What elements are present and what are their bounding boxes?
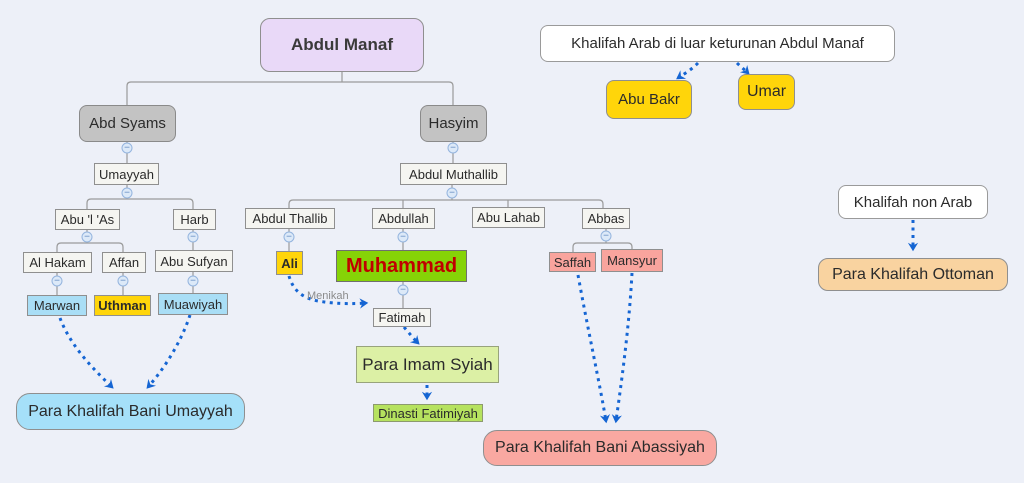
collapse-toggle-abdullah[interactable]: −: [397, 231, 409, 243]
node-ali[interactable]: Ali: [276, 251, 303, 275]
collapse-toggle-abd-syams[interactable]: −: [121, 142, 133, 154]
node-saffah[interactable]: Saffah: [549, 252, 596, 272]
node-abu-bakr[interactable]: Abu Bakr: [606, 80, 692, 119]
arrow-mansyur-abassiyah: [611, 272, 634, 424]
arrow-saffah-abassiyah: [576, 274, 611, 424]
collapse-toggle-abu-sufyan[interactable]: −: [187, 275, 199, 287]
node-khalifah-non-arab[interactable]: Khalifah non Arab: [838, 185, 988, 219]
node-abdul-thallib[interactable]: Abdul Thallib: [245, 208, 335, 229]
node-abu-sufyan[interactable]: Abu Sufyan: [155, 250, 233, 272]
node-umayyah[interactable]: Umayyah: [94, 163, 159, 185]
node-dinasti-fatimiyah[interactable]: Dinasti Fatimiyah: [373, 404, 483, 422]
node-affan[interactable]: Affan: [102, 252, 146, 273]
node-para-khalifah-ottoman[interactable]: Para Khalifah Ottoman: [818, 258, 1008, 291]
node-khalifah-arab-luar[interactable]: Khalifah Arab di luar keturunan Abdul Ma…: [540, 25, 895, 62]
node-fatimah[interactable]: Fatimah: [373, 308, 431, 327]
node-para-khalifah-bani-abassiyah[interactable]: Para Khalifah Bani Abassiyah: [483, 430, 717, 466]
node-hasyim[interactable]: Hasyim: [420, 105, 487, 142]
node-abd-syams[interactable]: Abd Syams: [79, 105, 176, 142]
collapse-toggle-umayyah[interactable]: −: [121, 187, 133, 199]
node-muawiyah[interactable]: Muawiyah: [158, 293, 228, 315]
node-harb[interactable]: Harb: [173, 209, 216, 230]
node-para-imam-syiah[interactable]: Para Imam Syiah: [356, 346, 499, 383]
arrow-marwan-umayyah-caliphs: [58, 317, 114, 389]
collapse-toggle-abdul-thallib[interactable]: −: [283, 231, 295, 243]
collapse-toggle-muhammad[interactable]: −: [397, 284, 409, 296]
node-abu-lahab[interactable]: Abu Lahab: [472, 207, 545, 228]
node-marwan[interactable]: Marwan: [27, 295, 87, 316]
collapse-toggle-affan[interactable]: −: [117, 275, 129, 287]
node-umar[interactable]: Umar: [738, 74, 795, 110]
arrow-fatimah-imam-syiah: [402, 326, 420, 345]
node-para-khalifah-bani-umayyah[interactable]: Para Khalifah Bani Umayyah: [16, 393, 245, 430]
node-mansyur[interactable]: Mansyur: [601, 249, 663, 272]
arrow-muawiyah-umayyah-caliphs: [146, 314, 192, 389]
collapse-toggle-al-hakam[interactable]: −: [51, 275, 63, 287]
node-abdul-manaf[interactable]: Abdul Manaf: [260, 18, 424, 72]
collapse-toggle-abdul-muthallib[interactable]: −: [446, 187, 458, 199]
collapse-toggle-abu-l-as[interactable]: −: [81, 231, 93, 243]
edge-abdulmanaf-children: [126, 81, 454, 105]
collapse-toggle-hasyim[interactable]: −: [447, 142, 459, 154]
arrow-khalifaharab-umar: [735, 61, 750, 75]
edge-label-menikah: Menikah: [307, 290, 349, 302]
arrow-khalifaharab-abubakr: [676, 61, 700, 80]
node-abdullah[interactable]: Abdullah: [372, 208, 435, 229]
node-al-hakam[interactable]: Al Hakam: [23, 252, 92, 273]
edge-umayyah-children: [86, 198, 194, 209]
node-muhammad[interactable]: Muhammad: [336, 250, 467, 282]
node-abbas[interactable]: Abbas: [582, 208, 630, 229]
node-abu-l-as[interactable]: Abu 'l 'As: [55, 209, 120, 230]
collapse-toggle-abbas[interactable]: −: [600, 230, 612, 242]
edge-abdulmuthallib-children: [288, 199, 604, 208]
collapse-toggle-harb[interactable]: −: [187, 231, 199, 243]
edge-abulas-children: [56, 242, 124, 252]
node-abdul-muthallib[interactable]: Abdul Muthallib: [400, 163, 507, 185]
node-uthman[interactable]: Uthman: [94, 295, 151, 316]
